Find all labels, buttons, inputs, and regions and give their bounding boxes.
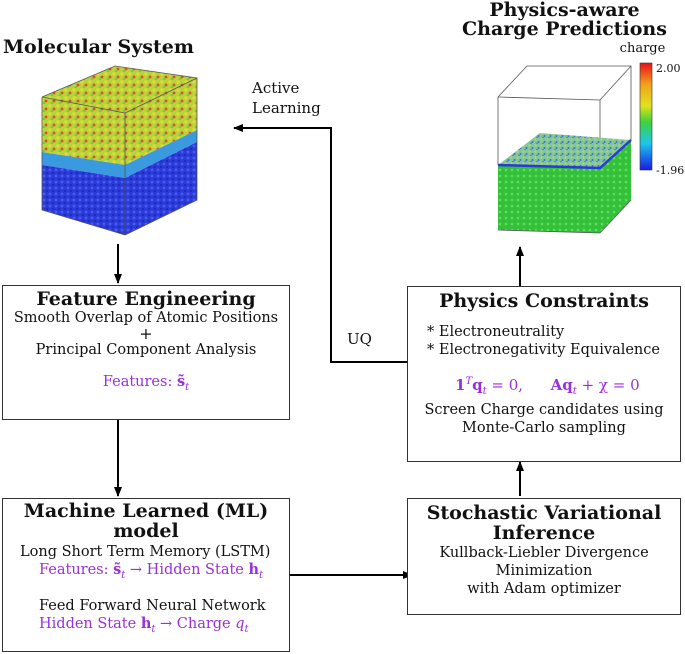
features-label: Features: — [102, 374, 177, 390]
ml-model-box: Machine Learned (ML) model Long Short Te… — [2, 498, 290, 652]
lstm-arrow-text: → Hidden State — [125, 562, 249, 578]
arrow-active-learning-loop — [233, 124, 407, 363]
colorbar-max-label: 2.00 — [656, 62, 681, 75]
feature-engineering-box: Feature Engineering Smooth Overlap of At… — [2, 285, 290, 420]
lstm-features-sub: t — [121, 569, 126, 581]
ml-ffnn-hidden: Hidden State ht → Charge qt — [39, 615, 289, 639]
ffnn-charge-sub: t — [244, 623, 249, 635]
eq2-q: q — [562, 376, 573, 394]
eq1-q: q — [472, 376, 483, 394]
ffnn-hidden-symbol: h — [140, 614, 152, 632]
ml-model-title-line1: Machine Learned (ML) — [23, 500, 269, 522]
ml-model-title: Machine Learned (ML) model — [3, 501, 289, 541]
svi-box: Stochastic Variational Inference Kullbac… — [407, 498, 681, 615]
lstm-features-symbol: s̃ — [113, 561, 122, 578]
eq1-rest: = 0, — [486, 376, 524, 394]
eq1-t: t — [482, 386, 487, 397]
ml-model-title-line2: model — [113, 520, 179, 542]
eq2-rest: + χ = 0 — [576, 376, 640, 394]
physics-constraints-box: Physics Constraints * Electroneutrality … — [407, 286, 681, 462]
svi-title: Stochastic Variational Inference — [408, 503, 680, 543]
uq-label: UQ — [347, 330, 372, 348]
ffnn-hidden-label: Hidden State — [39, 615, 141, 632]
physics-aware-title-line2: Charge Predictions — [462, 18, 667, 40]
eq1-one: 1 — [455, 376, 466, 394]
physics-screen-line1: Screen Charge candidates using — [424, 402, 664, 418]
lstm-hidden-symbol: h — [248, 561, 260, 578]
physics-screen-line2: Monte-Carlo sampling — [462, 420, 626, 436]
svi-line2: Minimization — [495, 563, 593, 579]
feature-engineering-title: Feature Engineering — [36, 288, 256, 310]
ffnn-hidden-sub: t — [151, 623, 156, 635]
molecular-system-title: Molecular System — [3, 36, 194, 58]
svi-line3: with Adam optimizer — [467, 581, 621, 597]
active-learning-line1: Active — [252, 79, 300, 97]
svi-line1: Kullback-Liebler Divergence — [439, 545, 649, 561]
colorbar-label: charge — [619, 41, 666, 56]
active-learning-label: Active Learning — [252, 78, 321, 118]
ffnn-arrow-text: → Charge — [155, 615, 236, 632]
physics-aware-title: Physics-aware Charge Predictions — [452, 1, 677, 39]
features-subscript: t — [185, 381, 190, 393]
ffnn-charge-symbol: q — [235, 615, 245, 632]
ml-ffnn-line: Feed Forward Neural Network — [39, 597, 266, 614]
molecular-system-image — [41, 65, 198, 236]
physics-aware-title-line1: Physics-aware — [489, 0, 640, 21]
svi-title-line1: Stochastic Variational — [426, 502, 662, 524]
colorbar-min-label: -1.96 — [656, 164, 685, 177]
lstm-hidden-sub: t — [259, 569, 264, 581]
feature-engineering-plus: + — [139, 324, 153, 343]
eq1-T: T — [465, 376, 473, 387]
features-symbol: s̃ — [176, 373, 186, 390]
physics-constraints-title: Physics Constraints — [439, 290, 649, 312]
physics-bullet-electroneutrality: * Electroneutrality — [427, 324, 565, 340]
physics-bullet-electronegativity: * Electronegativity Equivalence — [427, 342, 660, 358]
eq2-t: t — [572, 386, 577, 397]
ml-lstm-features: Features: s̃t → Hidden State ht — [39, 561, 289, 585]
feature-engineering-features: Features: s̃t — [3, 373, 289, 397]
feature-engineering-line2: Principal Component Analysis — [35, 342, 257, 358]
svi-title-line2: Inference — [492, 522, 596, 544]
eq2-A: A — [550, 376, 563, 394]
physics-equations: 1Tqt = 0, Aqt + χ = 0 — [455, 373, 680, 401]
active-learning-line2: Learning — [252, 99, 321, 117]
charge-colorbar — [639, 62, 653, 171]
charge-prediction-image — [497, 65, 632, 234]
ml-lstm-line: Long Short Term Memory (LSTM) — [20, 544, 271, 560]
feature-engineering-line1: Smooth Overlap of Atomic Positions — [13, 310, 279, 326]
lstm-features-label: Features: — [39, 562, 114, 578]
